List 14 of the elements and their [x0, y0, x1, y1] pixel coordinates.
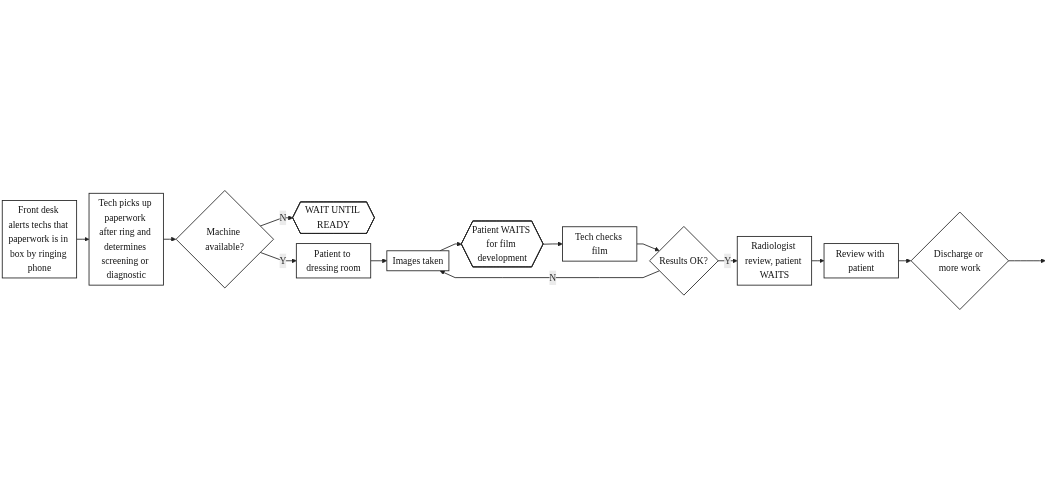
edge-label: N [549, 272, 557, 283]
edge-label: Y [724, 255, 732, 266]
node-box: Images taken [386, 250, 450, 272]
node-diamond: Results OK? [649, 226, 719, 296]
node-diamond: Discharge or more work [910, 211, 1009, 310]
node-box: Patient to dressing room [295, 243, 372, 279]
node-box: Front desk alerts techs that paperwork is in box by ringing phone [1, 200, 78, 279]
node-box: Review with patient [823, 243, 899, 279]
edge-label: N [279, 212, 287, 223]
node-box: Radiologist review, patient WAITS [736, 236, 813, 286]
node-box: Tech picks up paperwork after ring and determines screening or diagnostic [88, 192, 164, 286]
node-box: Tech checks film [562, 226, 638, 262]
node-diamond: Machine available? [175, 190, 274, 289]
edge-label: Y [279, 255, 287, 266]
